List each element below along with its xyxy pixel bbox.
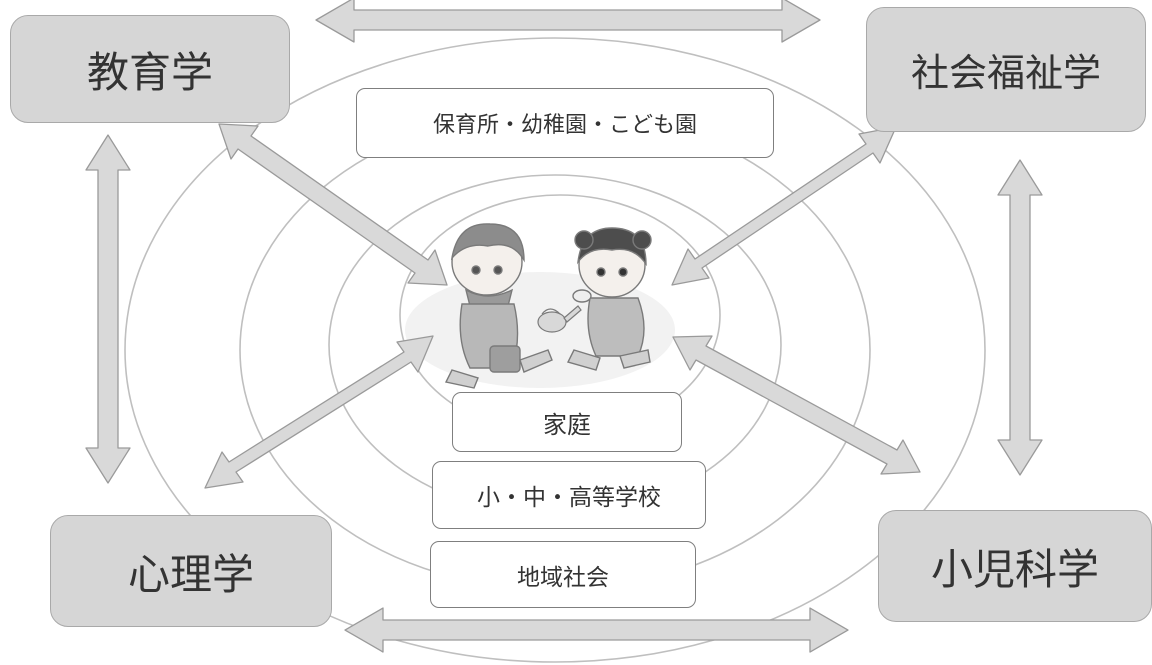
discipline-education: 教育学 xyxy=(10,15,290,123)
setting-nursery-label: 保育所・幼稚園・こども園 xyxy=(432,113,697,138)
girl-figure xyxy=(566,227,652,371)
setting-home: 家庭 xyxy=(452,392,682,452)
discipline-pediatrics: 小児科学 xyxy=(878,510,1152,622)
discipline-education-label: 教育学 xyxy=(86,47,213,97)
center-illustration xyxy=(405,223,675,389)
arrow-left-vertical xyxy=(85,134,131,484)
setting-school-label: 小・中・高等学校 xyxy=(477,485,661,511)
discipline-social-welfare: 社会福祉学 xyxy=(866,7,1146,132)
arrow-diagonal-bottom-right xyxy=(672,335,921,475)
setting-school: 小・中・高等学校 xyxy=(432,461,706,529)
discipline-psychology: 心理学 xyxy=(50,515,332,627)
ring-outer xyxy=(124,37,986,663)
arrow-diagonal-bottom-left xyxy=(204,335,434,489)
discipline-pediatrics-label: 小児科学 xyxy=(930,544,1099,594)
setting-community-label: 地域社会 xyxy=(517,564,609,591)
arrow-diagonal-top-right xyxy=(671,126,897,286)
setting-home-label: 家庭 xyxy=(543,410,591,439)
watering-can xyxy=(537,305,582,333)
discipline-social-welfare-label: 社会福祉学 xyxy=(910,51,1101,95)
arrows xyxy=(85,0,1043,653)
arrow-right-vertical xyxy=(997,159,1043,476)
setting-nursery: 保育所・幼稚園・こども園 xyxy=(356,88,774,158)
setting-community: 地域社会 xyxy=(430,541,696,608)
discipline-psychology-label: 心理学 xyxy=(127,549,254,599)
arrow-bottom-horizontal xyxy=(344,607,849,653)
boy-figure xyxy=(444,223,553,389)
arrow-top-horizontal xyxy=(315,0,821,43)
arrow-diagonal-top-left xyxy=(218,123,448,286)
